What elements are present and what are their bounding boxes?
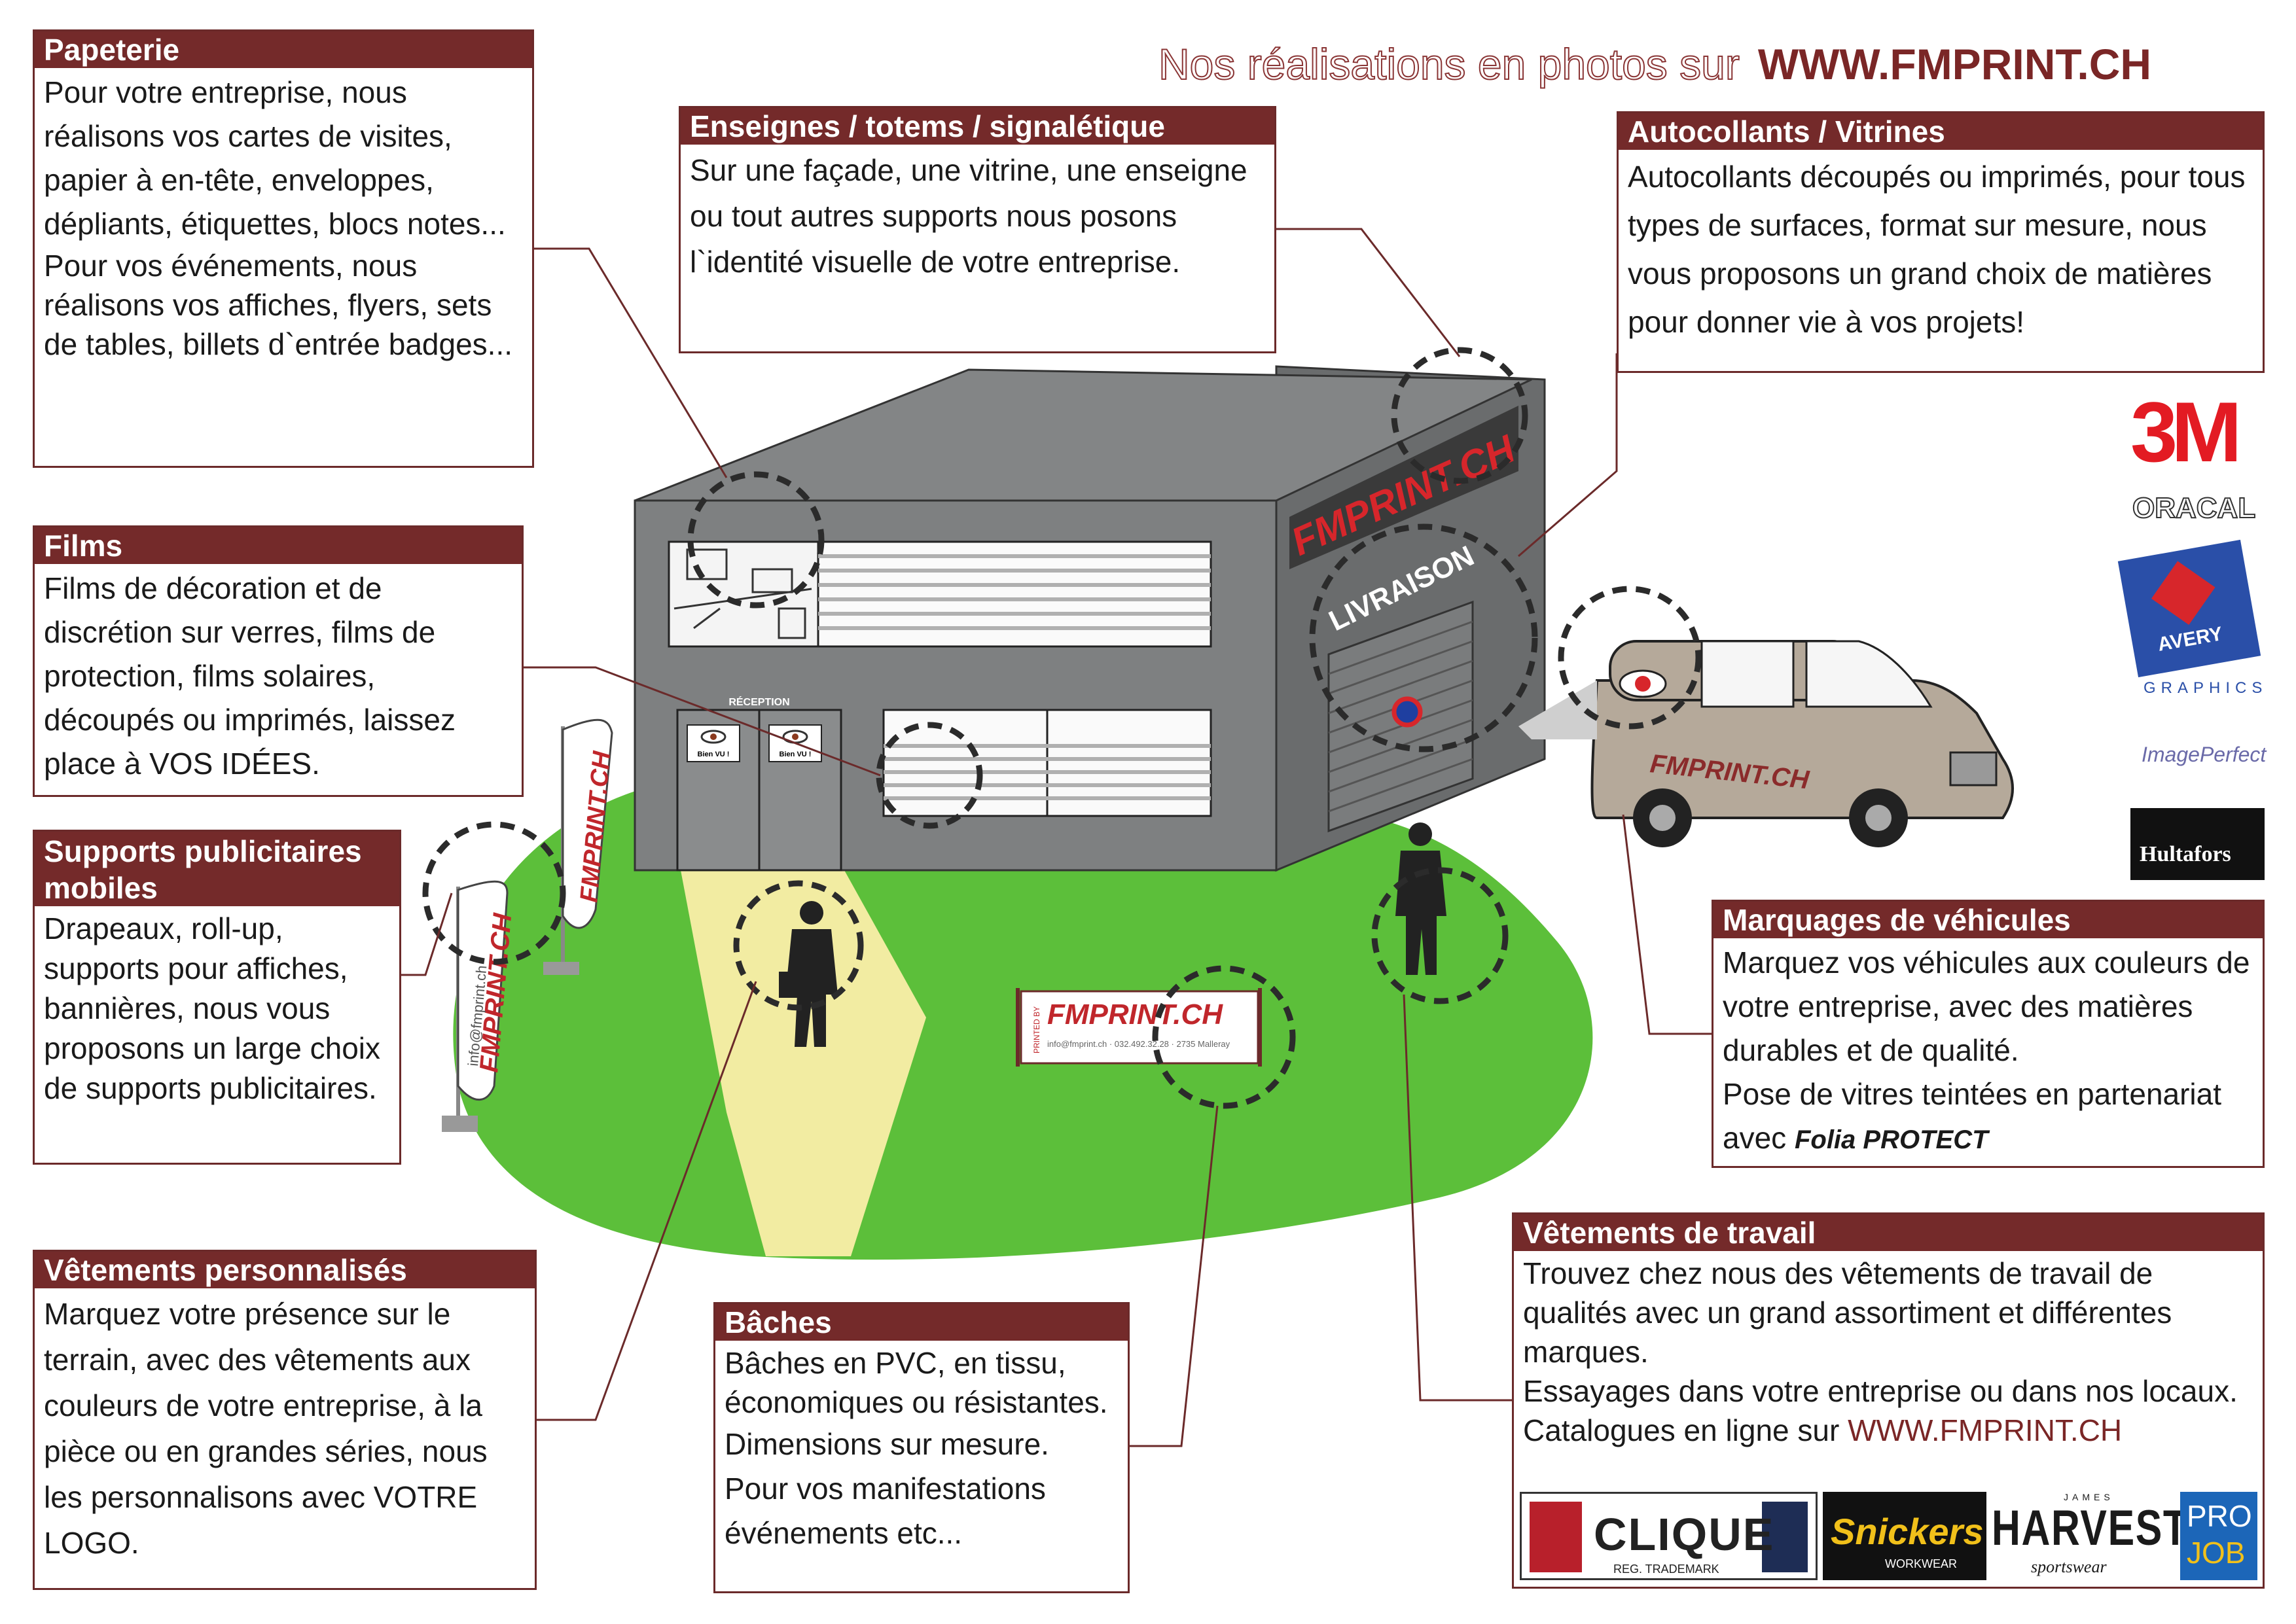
box-baches: Bâches Bâches en PVC, en tissu, économiq…	[713, 1302, 1130, 1593]
banner-small: info@fmprint.ch · 032.492.32.28 · 2735 M…	[1047, 1039, 1230, 1049]
header-url[interactable]: WWW.FMPRINT.CH	[1757, 40, 2152, 88]
box-text: Dimensions sur mesure.	[725, 1427, 1049, 1461]
box-text: Marquez vos véhicules aux couleurs de vo…	[1723, 945, 2250, 1067]
logo-graphics: GRAPHICS	[2144, 679, 2268, 697]
logo-3m: 3M	[2130, 384, 2242, 480]
box-text: Bâches en PVC, en tissu, économiques ou …	[725, 1346, 1108, 1419]
box-text: Films de décoration et de discrétion sur…	[44, 571, 456, 781]
logo-oracal: ORACAL	[2132, 491, 2256, 525]
box-title: Marquages de véhicules	[1713, 902, 2263, 938]
projob-2: JOB	[2187, 1536, 2246, 1570]
box-text: Pour vos manifestations événements etc..…	[725, 1472, 1046, 1550]
box-text: Essayages dans votre entreprise ou dans …	[1523, 1374, 2238, 1408]
snickers-label: Snickers	[1831, 1511, 1984, 1552]
box-text: Autocollants découpés ou imprimés, pour …	[1628, 160, 2246, 339]
box-text: Trouvez chez nous des vêtements de trava…	[1523, 1256, 2172, 1369]
box-title: Papeterie	[35, 31, 532, 68]
harvest-sub: sportswear	[2031, 1557, 2107, 1576]
building-sign	[1289, 406, 1518, 569]
hultafors-label: Hultafors	[2140, 842, 2231, 866]
logo-snickers: Snickers WORKWEAR	[1823, 1492, 1986, 1580]
harvest-top: JAMES	[2064, 1492, 2114, 1502]
person-walking	[779, 901, 838, 1047]
office-sketch	[673, 548, 812, 639]
box-title: Supports publicitaires mobiles	[35, 832, 399, 906]
harvest-label: HARVEST	[1992, 1500, 2189, 1556]
box-supports: Supports publicitaires mobiles Drapeaux,…	[33, 830, 401, 1165]
logo-harvest: JAMES HARVEST sportswear	[1992, 1492, 2187, 1580]
box-title: Bâches	[715, 1304, 1128, 1341]
box-text: Catalogues en ligne sur	[1523, 1413, 1840, 1447]
connector-lines	[399, 228, 1715, 1447]
banner-side: PRINTED BY	[1032, 1006, 1041, 1053]
box-title: Autocollants / Vitrines	[1619, 113, 2263, 150]
box-text: Pour votre entreprise, nous réalisons vo…	[44, 75, 506, 241]
no-parking-sign	[1391, 696, 1423, 728]
banner-text: FMPRINT.CH	[1047, 998, 1223, 1031]
box-enseignes: Enseignes / totems / signalétique Sur un…	[679, 106, 1276, 353]
box-title: Vêtements de travail	[1514, 1214, 2263, 1251]
van: FMPRINT.CH	[1590, 640, 2014, 847]
avery-label: AVERY	[2156, 623, 2225, 656]
box-text: Marquez votre présence sur le terrain, a…	[44, 1297, 488, 1560]
snickers-sub: WORKWEAR	[1885, 1557, 1957, 1570]
box-autocollants: Autocollants / Vitrines Autocollants déc…	[1617, 111, 2265, 373]
clothing-brands: CLIQUE REG. TRADEMARK Snickers WORKWEAR …	[1520, 1492, 2257, 1580]
partner-logo: Folia PROTECT	[1794, 1125, 1988, 1154]
box-vetements-perso: Vêtements personnalisés Marquez votre pr…	[33, 1250, 537, 1590]
catalogue-link[interactable]: WWW.FMPRINT.CH	[1848, 1413, 2123, 1447]
box-title: Enseignes / totems / signalétique	[681, 108, 1274, 145]
highlight-circles	[422, 347, 1702, 1109]
door-sticker-left: Bien VU !	[698, 750, 730, 758]
box-text: Sur une façade, une vitrine, une enseign…	[690, 153, 1247, 279]
projob-1: PRO	[2187, 1499, 2252, 1533]
door-sticker-right: Bien VU !	[780, 750, 812, 758]
box-text: Pose de vitres teintées en partenariat a…	[1723, 1077, 2222, 1155]
flag-back: FMPRINT.CH	[543, 718, 616, 975]
box-text: Pour vos événements, nous réalisons vos …	[44, 249, 513, 361]
box-films: Films Films de décoration et de discréti…	[33, 525, 524, 797]
banner: FMPRINT.CH info@fmprint.ch · 032.492.32.…	[1016, 988, 1262, 1067]
box-title: Vêtements personnalisés	[35, 1252, 535, 1288]
reception-label: RÉCEPTION	[728, 696, 789, 708]
logo-avery: AVERY	[2117, 539, 2261, 678]
box-papeterie: Papeterie Pour votre entreprise, nous ré…	[33, 29, 534, 468]
logo-hultafors: Hultafors	[2130, 808, 2265, 880]
office-window	[668, 540, 819, 648]
clique-label: CLIQUE	[1594, 1509, 1775, 1560]
clique-sub: REG. TRADEMARK	[1613, 1562, 1719, 1576]
header-intro: Nos réalisations en photos sur	[1158, 39, 1740, 89]
logo-projob: PRO JOB	[2180, 1492, 2257, 1580]
header: Nos réalisations en photos sur WWW.FMPRIN…	[1158, 39, 2151, 89]
box-title: Films	[35, 527, 522, 564]
box-vehicules: Marquages de véhicules Marquez vos véhic…	[1712, 900, 2265, 1168]
upper-blinds	[817, 540, 1212, 648]
logo-imageperfect: ImagePerfect	[2142, 743, 2267, 766]
logo-clique: CLIQUE REG. TRADEMARK	[1520, 1492, 1818, 1580]
box-text: Drapeaux, roll-up, supports pour affiche…	[44, 911, 380, 1105]
